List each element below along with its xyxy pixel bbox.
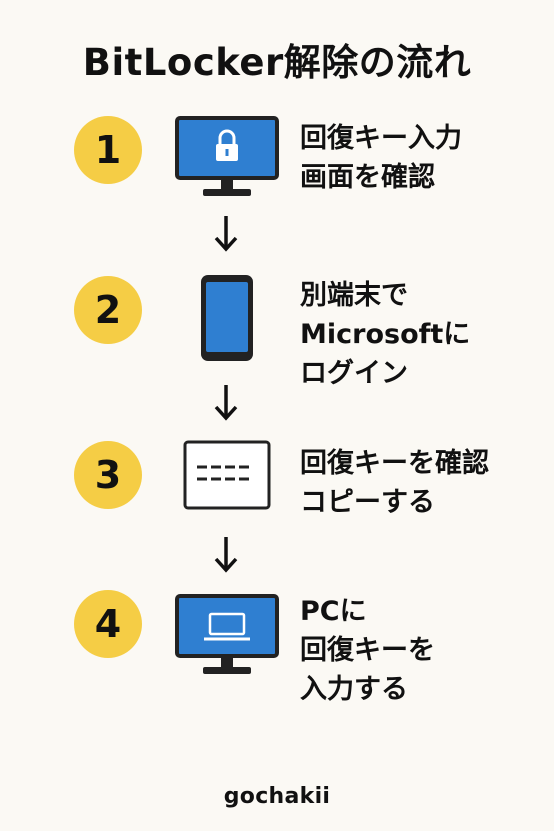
page-title: BitLocker解除の流れ — [82, 41, 472, 84]
step-label: 回復キーを確認 コピーする — [300, 448, 489, 518]
arrow-down-icon — [214, 385, 238, 421]
document-text-icon — [183, 440, 271, 510]
step-number-badge: 2 — [74, 276, 142, 344]
step-label: 別端末で Microsoftに ログイン — [300, 280, 471, 389]
step-label: PCに 回復キーを 入力する — [300, 596, 435, 705]
monitor-lock-icon — [175, 116, 279, 196]
step-number-badge: 1 — [74, 116, 142, 184]
brand-logo-text: gochakii — [223, 784, 331, 809]
arrow-down-icon — [214, 537, 238, 573]
smartphone-icon — [201, 275, 253, 361]
monitor-laptop-icon — [175, 594, 279, 674]
arrow-down-icon — [214, 216, 238, 252]
step-label: 回復キー入力 画面を確認 — [300, 123, 462, 193]
step-number-badge: 3 — [74, 441, 142, 509]
step-number-badge: 4 — [74, 590, 142, 658]
